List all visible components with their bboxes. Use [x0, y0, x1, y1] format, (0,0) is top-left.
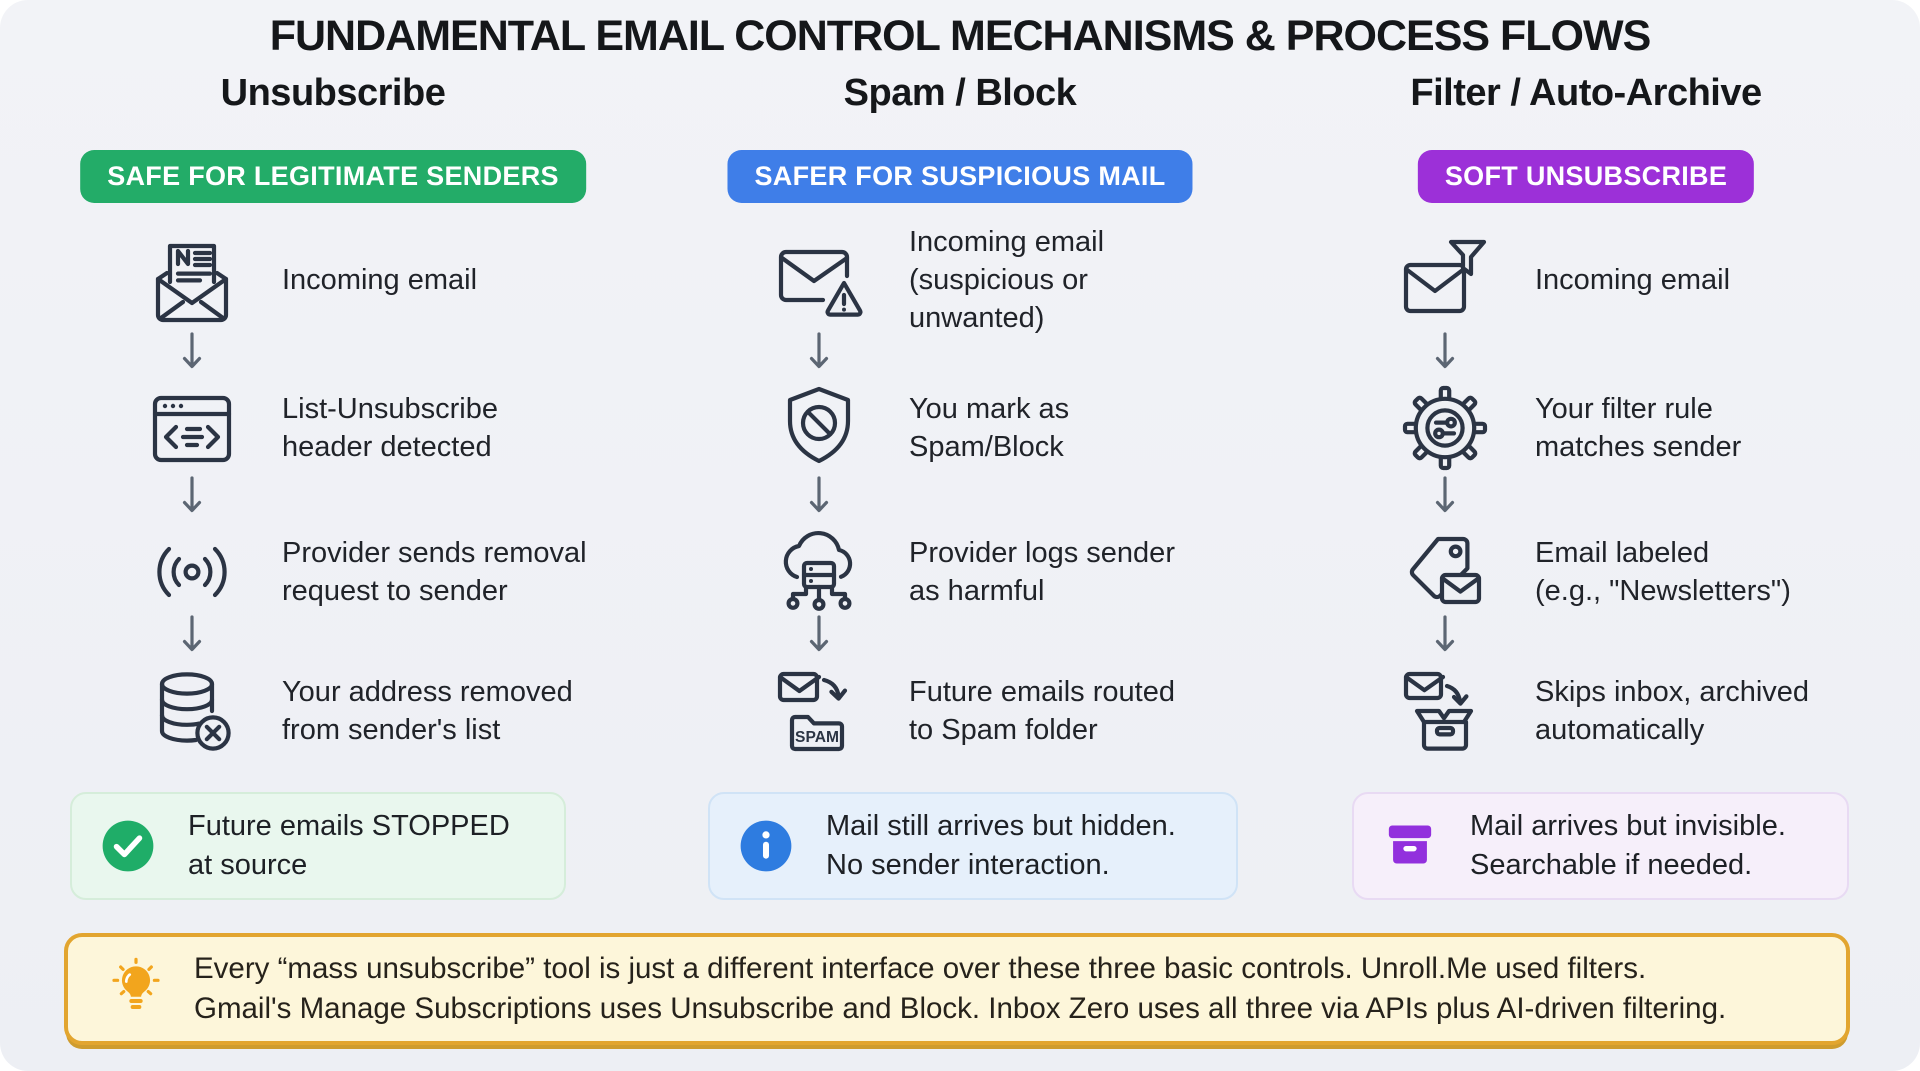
flow-step: Incoming email (suspicious or unwanted) — [693, 226, 1227, 334]
mail-alert-icon — [771, 232, 867, 328]
flow-step: Email labeled (e.g., "Newsletters") — [1319, 524, 1853, 620]
flow-step: Provider sends removal request to sender — [66, 524, 600, 620]
down-arrow-icon — [1435, 332, 1455, 369]
step-label: Your filter rule matches sender — [1535, 393, 1742, 463]
flow-step: Skips inbox, archived automatically — [1319, 663, 1853, 759]
flow-step: Provider logs sender as harmful — [693, 524, 1227, 620]
column-heading: Spam / Block — [843, 72, 1077, 114]
flow-step: List-Unsubscribe header detected — [66, 380, 600, 476]
step-label: Incoming email — [1535, 264, 1731, 296]
result-box: Future emails STOPPED at source — [70, 792, 566, 900]
step-label: Provider logs sender as harmful — [909, 537, 1175, 607]
archive-box-icon — [1388, 825, 1432, 864]
flow-step: Your filter rule matches sender — [1319, 380, 1853, 476]
flow-step: Your address removed from sender's list — [66, 663, 600, 759]
column-heading: Unsubscribe — [220, 72, 446, 114]
step-label: Incoming email (suspicious or unwanted) — [909, 226, 1105, 334]
down-arrow-icon — [1435, 615, 1455, 652]
page-title: FUNDAMENTAL EMAIL CONTROL MECHANISMS & P… — [269, 12, 1652, 60]
result-box: Mail still arrives but hidden. No sender… — [708, 792, 1238, 900]
database-remove-icon — [144, 663, 240, 759]
flow-step: SPAM Future emails routed to Spam folder — [693, 663, 1227, 759]
step-label: Your address removed from sender's list — [282, 676, 573, 746]
column-unsubscribe: Unsubscribe SAFE FOR LEGITIMATE SENDERS … — [66, 0, 600, 1071]
result-box: Mail arrives but invisible. Searchable i… — [1352, 792, 1849, 900]
flow-step: Incoming email — [66, 232, 600, 328]
down-arrow-icon — [809, 476, 829, 513]
safety-badge: SOFT UNSUBSCRIBE — [1417, 150, 1755, 203]
mail-to-archive-icon — [1397, 663, 1493, 759]
result-label: Future emails STOPPED at source — [188, 810, 510, 881]
info-circle-icon — [740, 820, 792, 872]
gear-filter-icon — [1397, 380, 1493, 476]
lightbulb-icon — [112, 957, 160, 1009]
step-label: Provider sends removal request to sender — [282, 537, 587, 607]
down-arrow-icon — [182, 332, 202, 369]
svg-text:SPAM: SPAM — [795, 729, 839, 746]
flow-step: You mark as Spam/Block — [693, 380, 1227, 476]
note-box: Every “mass unsubscribe” tool is just a … — [64, 933, 1850, 1045]
cloud-server-icon — [771, 524, 867, 620]
step-label: Email labeled (e.g., "Newsletters") — [1535, 537, 1791, 607]
step-label: Skips inbox, archived automatically — [1535, 676, 1810, 746]
step-label: List-Unsubscribe header detected — [282, 393, 498, 463]
shield-block-icon — [771, 380, 867, 476]
mail-to-spam-folder-icon: SPAM — [771, 663, 867, 759]
down-arrow-icon — [182, 615, 202, 652]
newsletter-envelope-icon — [144, 232, 240, 328]
mail-funnel-icon — [1397, 232, 1493, 328]
code-window-icon — [144, 380, 240, 476]
broadcast-signal-icon — [144, 524, 240, 620]
down-arrow-icon — [809, 615, 829, 652]
down-arrow-icon — [1435, 476, 1455, 513]
safety-badge: SAFER FOR SUSPICIOUS MAIL — [727, 150, 1193, 203]
down-arrow-icon — [182, 476, 202, 513]
safety-badge: SAFE FOR LEGITIMATE SENDERS — [80, 150, 586, 203]
column-heading: Filter / Auto-Archive — [1410, 72, 1762, 114]
column-spam-block: Spam / Block SAFER FOR SUSPICIOUS MAIL I… — [693, 0, 1238, 1071]
column-filter-archive: Filter / Auto-Archive SOFT UNSUBSCRIBE I… — [1319, 0, 1853, 1071]
note-text: Every “mass unsubscribe” tool is just a … — [194, 952, 1727, 1025]
step-label: Incoming email — [282, 264, 478, 296]
flow-step: Incoming email — [1319, 232, 1853, 328]
result-label: Mail arrives but invisible. Searchable i… — [1470, 810, 1786, 881]
down-arrow-icon — [809, 332, 829, 369]
step-label: Future emails routed to Spam folder — [909, 676, 1175, 746]
check-circle-icon — [102, 820, 154, 872]
step-label: You mark as Spam/Block — [909, 393, 1070, 463]
result-label: Mail still arrives but hidden. No sender… — [826, 810, 1176, 881]
tag-mail-icon — [1397, 524, 1493, 620]
